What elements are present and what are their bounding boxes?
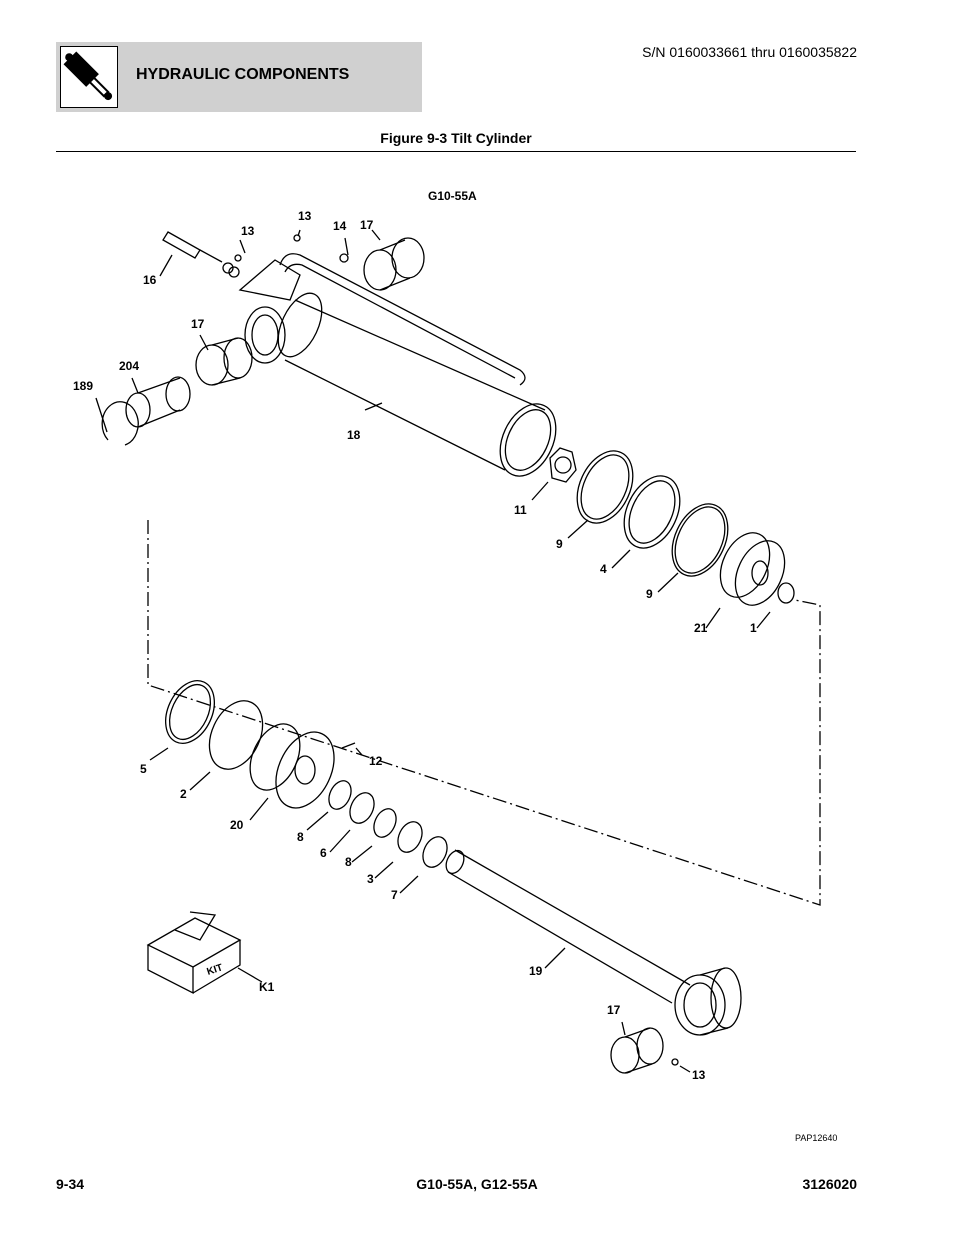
callout-3: 3: [367, 872, 374, 886]
ring-9a: [576, 450, 634, 524]
callout-8b: 8: [345, 855, 352, 869]
ring-6: [349, 792, 375, 824]
oring-2: [208, 700, 264, 770]
callout-2: 2: [180, 787, 187, 801]
model-names: G10-55A, G12-55A: [416, 1176, 538, 1192]
callout-21: 21: [694, 621, 708, 635]
callout-1: 1: [750, 621, 757, 635]
callout-K1: K1: [259, 980, 275, 994]
pin-204: [125, 376, 191, 428]
valve-16: [162, 231, 240, 278]
callout-11: 11: [514, 503, 527, 517]
head-20: [249, 723, 335, 809]
callout-7: 7: [391, 888, 398, 902]
header-rule: [56, 151, 856, 152]
exploded-view-drawing: G10-55A 16 13 13 14 17 17 204 189 18 11 …: [73, 189, 821, 1082]
nut-11: [549, 447, 577, 483]
callout-13a: 13: [241, 224, 255, 238]
fitting-13b: [293, 234, 301, 242]
model-label: G10-55A: [428, 189, 477, 203]
ring-8a: [328, 780, 352, 810]
rod-19: [445, 849, 742, 1036]
assembly-centerline: [147, 520, 821, 906]
callout-19: 19: [529, 964, 543, 978]
ring-9b: [671, 503, 729, 577]
callout-9b: 9: [646, 587, 653, 601]
fitting-13c: [671, 1058, 679, 1066]
callout-8a: 8: [297, 830, 304, 844]
ring-7: [422, 836, 448, 868]
kit-label: KIT: [206, 962, 225, 977]
bushing-top: [363, 237, 425, 291]
callout-13b: 13: [298, 209, 312, 223]
callout-12: 12: [369, 754, 383, 768]
ring-4: [623, 475, 681, 549]
ring-8b: [373, 808, 397, 838]
ring-3: [397, 821, 423, 853]
snap-ring: [101, 401, 139, 446]
fitting-14: [339, 253, 349, 263]
doc-number: 3126020: [802, 1176, 857, 1192]
callout-189: 189: [73, 379, 93, 393]
fitting-13a: [234, 254, 242, 262]
callout-17b: 17: [191, 317, 205, 331]
callout-13c: 13: [692, 1068, 706, 1082]
callout-17c: 17: [607, 1003, 621, 1017]
callout-6: 6: [320, 846, 327, 860]
bushing-left: [195, 337, 253, 386]
bushing-bottom: [610, 1027, 664, 1074]
serial-range: S/N 0160033661 thru 0160035822: [642, 44, 857, 60]
callout-14: 14: [333, 219, 347, 233]
callout-18: 18: [347, 428, 361, 442]
callout-20: 20: [230, 818, 244, 832]
ring-5: [165, 680, 215, 744]
kit-box: [146, 911, 242, 995]
callout-5: 5: [140, 762, 147, 776]
callout-4: 4: [600, 562, 607, 576]
callout-16: 16: [143, 273, 157, 287]
piston-21: [719, 532, 786, 606]
fitting-12: [341, 742, 356, 749]
callout-204: 204: [119, 359, 139, 373]
callout-9a: 9: [556, 537, 563, 551]
section-header: HYDRAULIC COMPONENTS: [56, 42, 422, 112]
page-number: 9-34: [56, 1176, 85, 1192]
oring-1: [777, 582, 795, 604]
callout-17a: 17: [360, 218, 374, 232]
image-code: PAP12640: [795, 1133, 838, 1143]
section-title: HYDRAULIC COMPONENTS: [136, 66, 350, 83]
cylinder-barrel: [238, 253, 557, 477]
figure-title: Figure 9-3 Tilt Cylinder: [380, 130, 532, 146]
hydraulic-cylinder-icon: [60, 46, 118, 108]
callout-labels: 16 13 13 14 17 17 204 189 18 11 9 4 9 21…: [73, 209, 757, 1082]
